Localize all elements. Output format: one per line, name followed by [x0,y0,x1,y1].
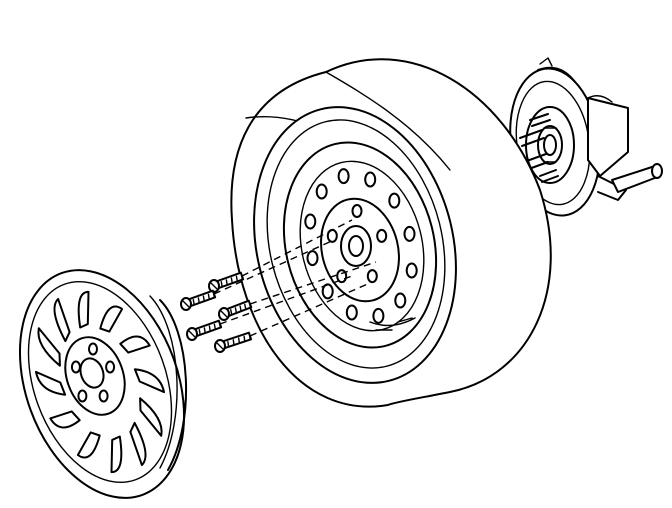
rim-lug-hole [351,204,363,218]
rim-vent-hole [405,262,418,279]
rim-vent-hole [345,304,358,321]
wheel-cover-slot [119,335,151,354]
rim-vent-hole [372,307,385,324]
wheel-cover-lug-holes [70,342,116,403]
wheel-cover-lug-hole [70,360,81,374]
wheel-cover-slot [76,431,101,459]
wheel-cover-slot [99,305,124,333]
lug-bolt [218,261,377,321]
rim-lug-hole [376,228,388,243]
rim-vent-hole [403,225,416,242]
lug-bolt [180,239,335,311]
lug-bolt [208,219,353,293]
rim-vent-hole [306,250,319,267]
lug-bolt [186,275,353,341]
wheel-cover-slot [53,297,71,343]
wheel-cover-slot [110,435,123,474]
wheel-cover-vent-slots [35,290,165,474]
axle-spindle [587,95,663,201]
rim-vent-hole [394,292,407,309]
wheel-cover-slot [37,327,61,367]
wheel-cover-lug-hole [98,389,109,403]
lug-bolt [214,281,373,353]
wheel-cover-slot [35,370,67,396]
wheel-cover-lug-hole [105,360,116,374]
rim-vent-holes [304,168,418,324]
wheel-cover-slot [133,368,165,394]
wheel-cover-slot [77,290,90,329]
rim-vent-hole [315,183,328,200]
wheel-cover-lug-hole [77,389,88,403]
wheel-cover-slot [139,397,163,437]
wheel-cover [18,269,188,499]
rim-vent-hole [364,171,377,188]
wheel-cover-slot [49,410,81,429]
rim-vent-hole [388,192,401,209]
lug-bolts [180,219,377,353]
rim-lug-hole [366,269,378,284]
wheel-cover-slot [129,421,147,467]
rim-vent-hole [304,213,317,230]
wheel-cover-center [64,336,126,416]
wheel-rim [282,141,438,349]
rim-vent-hole [337,168,350,185]
wheel-cover-lug-hole [88,342,98,356]
